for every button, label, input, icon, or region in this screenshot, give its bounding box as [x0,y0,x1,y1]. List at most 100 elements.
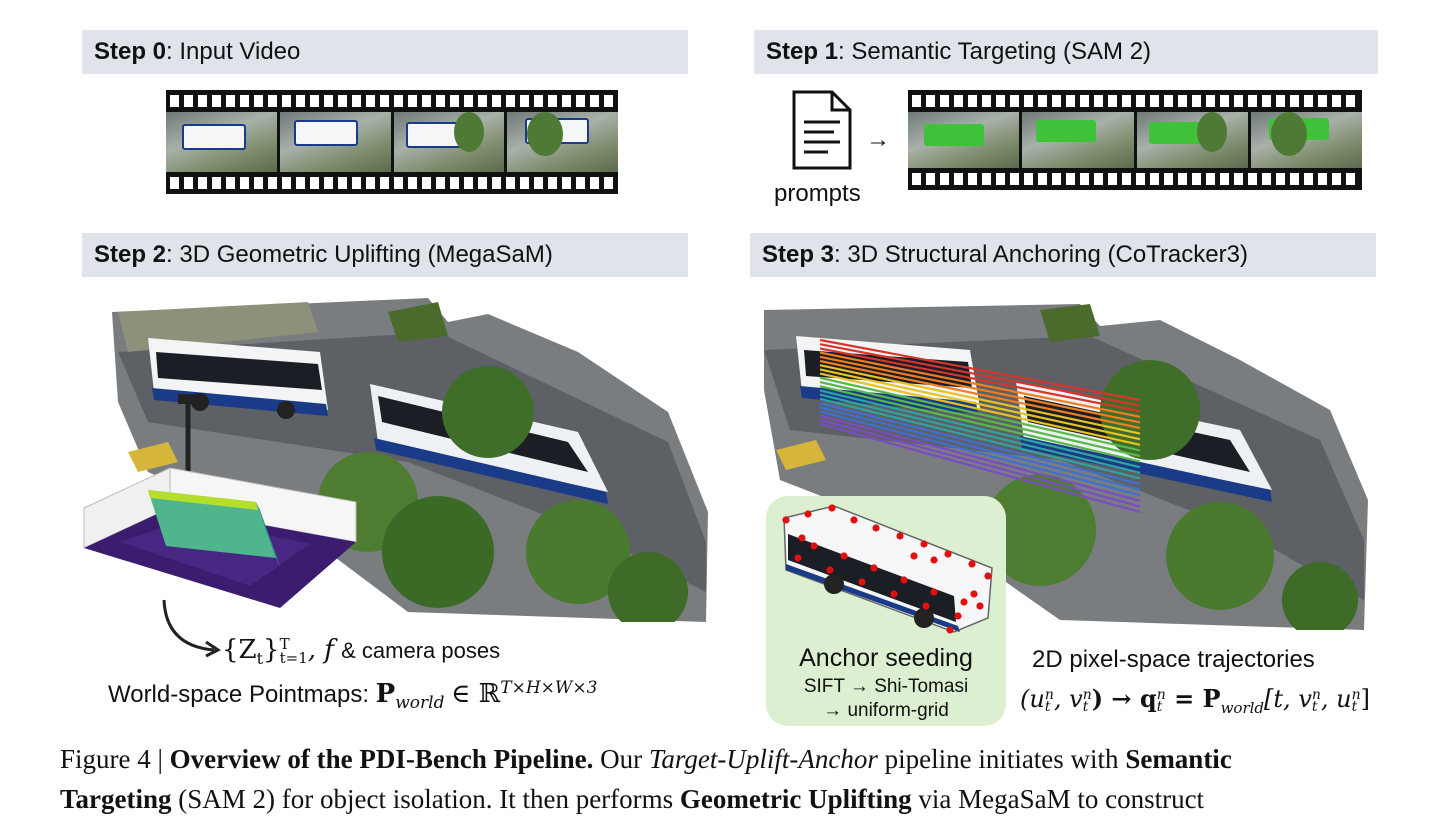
traj-sub-t: t [1156,698,1163,715]
traj-eq-P: = P [1165,684,1221,713]
pointmap-in: ∈ ℝ [451,679,501,709]
masked-video-filmstrip [908,90,1362,190]
traj-sub-t: t [1082,698,1089,715]
anchor-dots [782,504,992,634]
traj-sub-t: t [1351,698,1358,715]
trajectory-line [819,418,1141,508]
video-frame [279,112,391,172]
pointmap-dims: T×H×W×3 [500,678,598,698]
trajectory-line [819,376,1141,452]
trajectory-line [819,359,1141,430]
latent-range-sup: T [279,635,290,654]
caption-pipeline-name: Target-Uplift-Anchor [648,744,878,774]
latent-set-close: } [263,635,280,665]
caption-emphasis: Targeting [60,784,172,814]
trajectory-line [819,380,1141,458]
anchor-point [872,524,880,532]
anchor-point [910,552,918,560]
depth-map-inset [83,467,357,608]
video-frame [1250,112,1362,168]
latent-range-sub: t=1 [279,649,308,668]
anchor-point [970,590,978,598]
step-0-header: Step 0: Input Video [82,30,688,74]
caption-text: via MegaSaM to construct [918,784,1205,814]
anchor-point [870,564,878,572]
anchor-seeding-title: Anchor seeding [799,644,973,672]
focal-symbol: , f [307,635,334,665]
anchor-point [920,540,928,548]
video-frame [393,112,505,172]
camera-poses-label: & camera poses [341,638,501,663]
prompts-label: prompts [774,180,861,207]
curved-arrow-icon [162,599,221,658]
trajectory-line [819,347,1141,413]
anchor-point [900,576,908,584]
traj-close: ] [1360,685,1371,713]
trajectories-title: 2D pixel-space trajectories [1032,646,1315,673]
video-frame [908,112,1020,168]
trajectory-lines [819,338,1141,514]
step-2-title: : 3D Geometric Uplifting (MegaSaM) [166,241,553,268]
traj-sup-n: n [1156,686,1166,703]
trajectory-reconstruction [764,304,1368,630]
step-3-bold: Step 3 [762,241,835,268]
step-3-header: Step 3: 3D Structural Anchoring (CoTrack… [750,233,1376,277]
document-icon [792,90,852,170]
trajectory-line [819,414,1141,502]
trajectory-line [819,364,1141,435]
pointmap-label: World-space Pointmaps: [108,681,369,708]
trajectory-line [819,406,1141,491]
trajectory-line [819,401,1141,486]
video-frame [507,112,618,172]
traj-mid: , v [1053,685,1083,713]
trajectory-line [819,389,1141,469]
trajectory-line [819,393,1141,474]
step-1-title: : Semantic Targeting (SAM 2) [838,38,1152,65]
trajectory-line [819,368,1141,441]
pointmap-symbol: P [375,679,396,709]
anchor-point [890,590,898,598]
traj-lhs: (u [1020,685,1045,713]
traj-sub-t: t [1311,698,1318,715]
figure-caption-line-2: Targeting (SAM 2) for object isolation. … [60,784,1204,815]
trajectory-line [819,410,1141,497]
anchor-point [840,552,848,560]
anchor-point [810,542,818,550]
trajectory-line [819,351,1141,418]
anchor-point [858,578,866,586]
pointmap-subscript: world [395,692,445,713]
traj-arrow-q: ) → q [1091,684,1157,713]
anchor-seeding-line-1: SIFT → Shi-Tomasi [803,676,969,697]
anchor-point [960,598,968,606]
traj-args-a: [t, v [1264,685,1312,713]
step-1-bold: Step 1 [766,38,839,65]
anchor-point [930,556,938,564]
trajectory-line [819,338,1141,402]
step-0-bold: Step 0 [94,38,167,65]
step-2-bold: Step 2 [94,241,167,268]
step-2-header: Step 2: 3D Geometric Uplifting (MegaSaM) [82,233,688,277]
anchor-seeding-line-2: → uniform-grid [823,700,949,721]
anchor-point [984,572,992,580]
anchor-point [798,534,806,542]
anchor-point [944,550,952,558]
anchor-point [896,532,904,540]
figure-caption-line-1: Figure 4 | Overview of the PDI-Bench Pip… [60,744,1232,775]
traj-sup-n: n [1044,686,1054,703]
traj-sup-n: n [1082,686,1092,703]
anchor-point [954,612,962,620]
anchor-point [782,516,790,524]
step-3-title: : 3D Structural Anchoring (CoTracker3) [834,241,1248,268]
caption-text: pipeline initiates with [884,744,1119,774]
latent-set-sub: t [256,649,264,669]
anchor-bus-illustration [782,504,993,634]
traj-args-b: , u [1320,685,1352,713]
anchor-point [804,510,812,518]
trajectory-line [819,422,1141,514]
anchor-point [946,626,954,634]
traj-sup-n: n [1311,686,1321,703]
caption-text: (SAM 2) for object isolation. It then pe… [178,784,674,814]
anchor-point [976,602,984,610]
step-0-title: : Input Video [166,38,301,65]
